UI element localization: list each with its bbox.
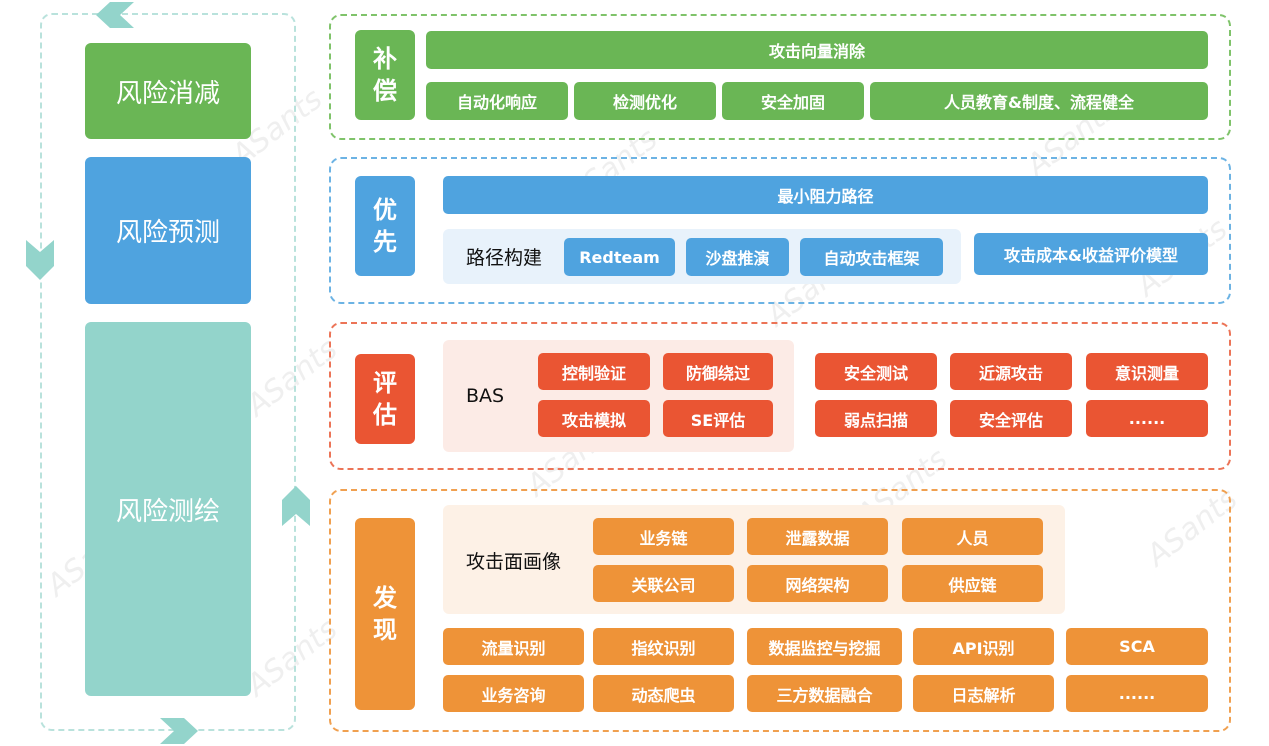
assess-item: 近源攻击 (950, 353, 1072, 390)
arrow-down-icon (26, 240, 54, 280)
stage-label-assess: 评 估 (355, 354, 415, 444)
portrait-item: 关联公司 (593, 565, 734, 602)
portrait-item: 网络架构 (747, 565, 888, 602)
block-risk-reduction: 风险消减 (85, 43, 251, 139)
stage-label-compensate: 补 偿 (355, 30, 415, 120)
compensate-item: 安全加固 (722, 82, 864, 120)
path-item-redteam: Redteam (564, 238, 675, 276)
block-risk-mapping: 风险测绘 (85, 322, 251, 696)
discover-item: 数据监控与挖掘 (747, 628, 902, 665)
bas-item: 控制验证 (538, 353, 650, 390)
bas-title: BAS (466, 385, 505, 407)
least-resistance-path: 最小阻力路径 (443, 176, 1208, 214)
discover-item: 流量识别 (443, 628, 584, 665)
discover-item: 日志解析 (913, 675, 1054, 712)
path-item-auto-framework: 自动攻击框架 (800, 238, 943, 276)
path-item-sandbox: 沙盘推演 (686, 238, 789, 276)
section-compensate (329, 14, 1231, 140)
discover-item: API识别 (913, 628, 1054, 665)
discover-item: 三方数据融合 (747, 675, 902, 712)
discover-item: SCA (1066, 628, 1208, 665)
portrait-item: 供应链 (902, 565, 1043, 602)
bas-item: 防御绕过 (663, 353, 773, 390)
discover-item: 业务咨询 (443, 675, 584, 712)
arrow-up-icon (282, 486, 310, 526)
compensate-item: 检测优化 (574, 82, 716, 120)
arrow-left-icon (96, 2, 134, 28)
block-risk-prediction: 风险预测 (85, 157, 251, 304)
attack-surface-title: 攻击面画像 (466, 550, 562, 573)
cost-benefit-model: 攻击成本&收益评价模型 (974, 233, 1208, 275)
compensate-item: 人员教育&制度、流程健全 (870, 82, 1208, 120)
arrow-right-icon (160, 718, 198, 744)
assess-item: 安全测试 (815, 353, 937, 390)
bas-item: 攻击模拟 (538, 400, 650, 437)
section-discover (329, 489, 1231, 732)
assess-item: ...... (1086, 400, 1208, 437)
attack-vector-elimination: 攻击向量消除 (426, 31, 1208, 69)
bas-item: SE评估 (663, 400, 773, 437)
portrait-item: 泄露数据 (747, 518, 888, 555)
discover-item: ...... (1066, 675, 1208, 712)
compensate-item: 自动化响应 (426, 82, 568, 120)
assess-item: 弱点扫描 (815, 400, 937, 437)
discover-item: 指纹识别 (593, 628, 734, 665)
cycle-frame (40, 13, 296, 731)
assess-item: 安全评估 (950, 400, 1072, 437)
section-priority (329, 157, 1231, 304)
stage-label-priority: 优 先 (355, 176, 415, 276)
path-build-title: 路径构建 (466, 246, 543, 269)
portrait-item: 人员 (902, 518, 1043, 555)
stage-label-discover: 发 现 (355, 518, 415, 710)
section-assess (329, 322, 1231, 470)
portrait-item: 业务链 (593, 518, 734, 555)
assess-item: 意识测量 (1086, 353, 1208, 390)
discover-item: 动态爬虫 (593, 675, 734, 712)
